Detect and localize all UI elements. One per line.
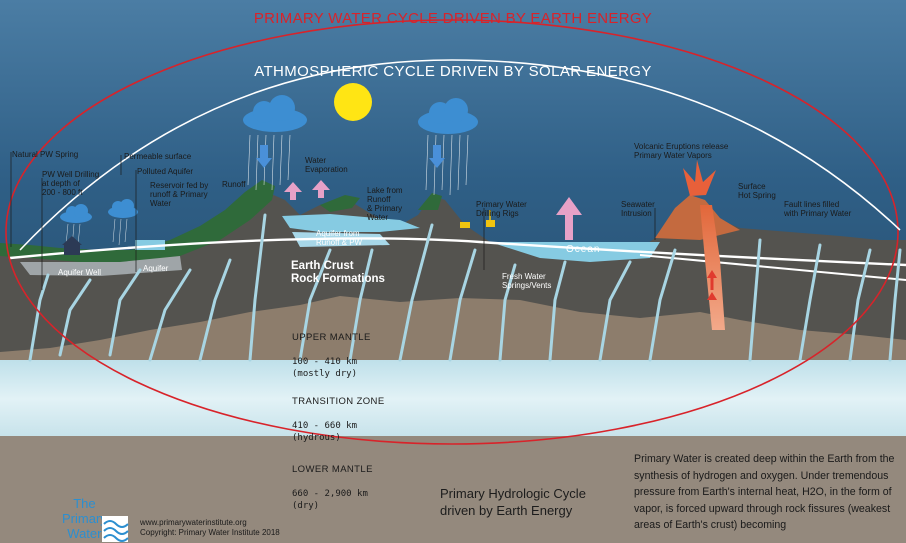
rock-fissures bbox=[28, 213, 902, 362]
label-volcanic: Volcanic Eruptions release Primary Water… bbox=[634, 142, 729, 160]
upper-mantle-label: UPPER MANTLE 100 - 410 km (mostly dry) bbox=[292, 320, 371, 392]
atmospheric-cycle-title: ATHMOSPHERIC CYCLE DRIVEN BY SOLAR ENERG… bbox=[254, 63, 652, 80]
label-lake: Lake from Runoff & Primary Water bbox=[367, 186, 403, 222]
sun-icon bbox=[334, 83, 372, 121]
transition-zone-label: TRANSITION ZONE 410 - 660 km (hydrous) bbox=[292, 384, 385, 456]
transition-zone-detail: 410 - 660 km (hydrous) bbox=[292, 421, 358, 443]
upper-mantle-detail: 100 - 410 km (mostly dry) bbox=[292, 357, 358, 379]
label-water-evaporation: Water Evaporation bbox=[305, 156, 348, 174]
diagram-caption: Primary Hydrologic Cycle driven by Earth… bbox=[440, 486, 586, 518]
label-polluted-aquifer: Polluted Aquifer bbox=[137, 167, 194, 176]
label-aquifer-from-runoff: Aquifer from Runoff & PW bbox=[316, 229, 363, 247]
cloud-rain-icon bbox=[418, 98, 478, 196]
eruption bbox=[683, 160, 716, 196]
lower-mantle-name: LOWER MANTLE bbox=[292, 464, 373, 475]
primary-cycle-ellipse bbox=[5, 19, 899, 445]
label-seawater-intrusion: Seawater Intrusion bbox=[621, 200, 655, 218]
green-ground bbox=[0, 180, 275, 262]
lower-mantle-band bbox=[0, 436, 906, 543]
house-icon bbox=[62, 236, 82, 255]
label-fault-lines: Fault lines filled with Primary Water bbox=[784, 200, 852, 218]
credits-text: www.primarywaterinstitute.org Copyright:… bbox=[140, 518, 280, 537]
label-reservoir: Reservoir fed by runoff & Primary Water bbox=[150, 181, 209, 208]
evaporation-arrow-icon bbox=[284, 180, 582, 240]
label-well-drilling: PW Well Drilling at depth of 200 - 800 f… bbox=[42, 170, 100, 197]
aquifer-left bbox=[20, 256, 182, 276]
label-natural-spring: Natural PW Spring bbox=[12, 150, 79, 159]
lake bbox=[282, 214, 420, 232]
label-hot-spring: Surface Hot Spring bbox=[738, 182, 776, 200]
label-drilling-rigs: Primary Water Drilling Rigs bbox=[476, 200, 527, 218]
label-ocean: Ocean bbox=[566, 244, 601, 255]
magma-plume bbox=[700, 205, 725, 330]
description-paragraph: Primary Water is created deep within the… bbox=[634, 453, 895, 531]
logo-wave-icon bbox=[102, 516, 129, 542]
transition-zone-band bbox=[0, 360, 906, 438]
cloud-rain-icon bbox=[60, 204, 92, 249]
label-fresh-water-springs: Fresh Water Springs/Vents bbox=[502, 272, 552, 290]
ocean bbox=[490, 242, 660, 262]
primary-cycle-title: PRIMARY WATER CYCLE DRIVEN BY EARTH ENER… bbox=[253, 10, 653, 27]
lower-mantle-detail: 660 - 2,900 km (dry) bbox=[292, 489, 368, 511]
drilling-rig-icon bbox=[460, 210, 495, 228]
atmospheric-cycle-arc bbox=[19, 59, 901, 251]
transition-zone-name: TRANSITION ZONE bbox=[292, 396, 385, 407]
label-aquifer-well: Aquifer Well bbox=[58, 268, 101, 277]
logo-text: The Primary Water bbox=[62, 496, 107, 541]
lower-mantle-label: LOWER MANTLE 660 - 2,900 km (dry) bbox=[292, 452, 373, 524]
label-aquifer: Aquifer bbox=[143, 264, 169, 273]
volcano bbox=[655, 195, 740, 240]
label-runoff: Runoff bbox=[222, 180, 246, 189]
label-permeable-surface: Permeable surface bbox=[124, 152, 192, 161]
cloud-rain-icon bbox=[108, 199, 138, 246]
upper-mantle-name: UPPER MANTLE bbox=[292, 332, 371, 343]
cloud-rain-icon bbox=[243, 95, 307, 191]
label-earth-crust: Earth Crust Rock Formations bbox=[291, 260, 385, 285]
